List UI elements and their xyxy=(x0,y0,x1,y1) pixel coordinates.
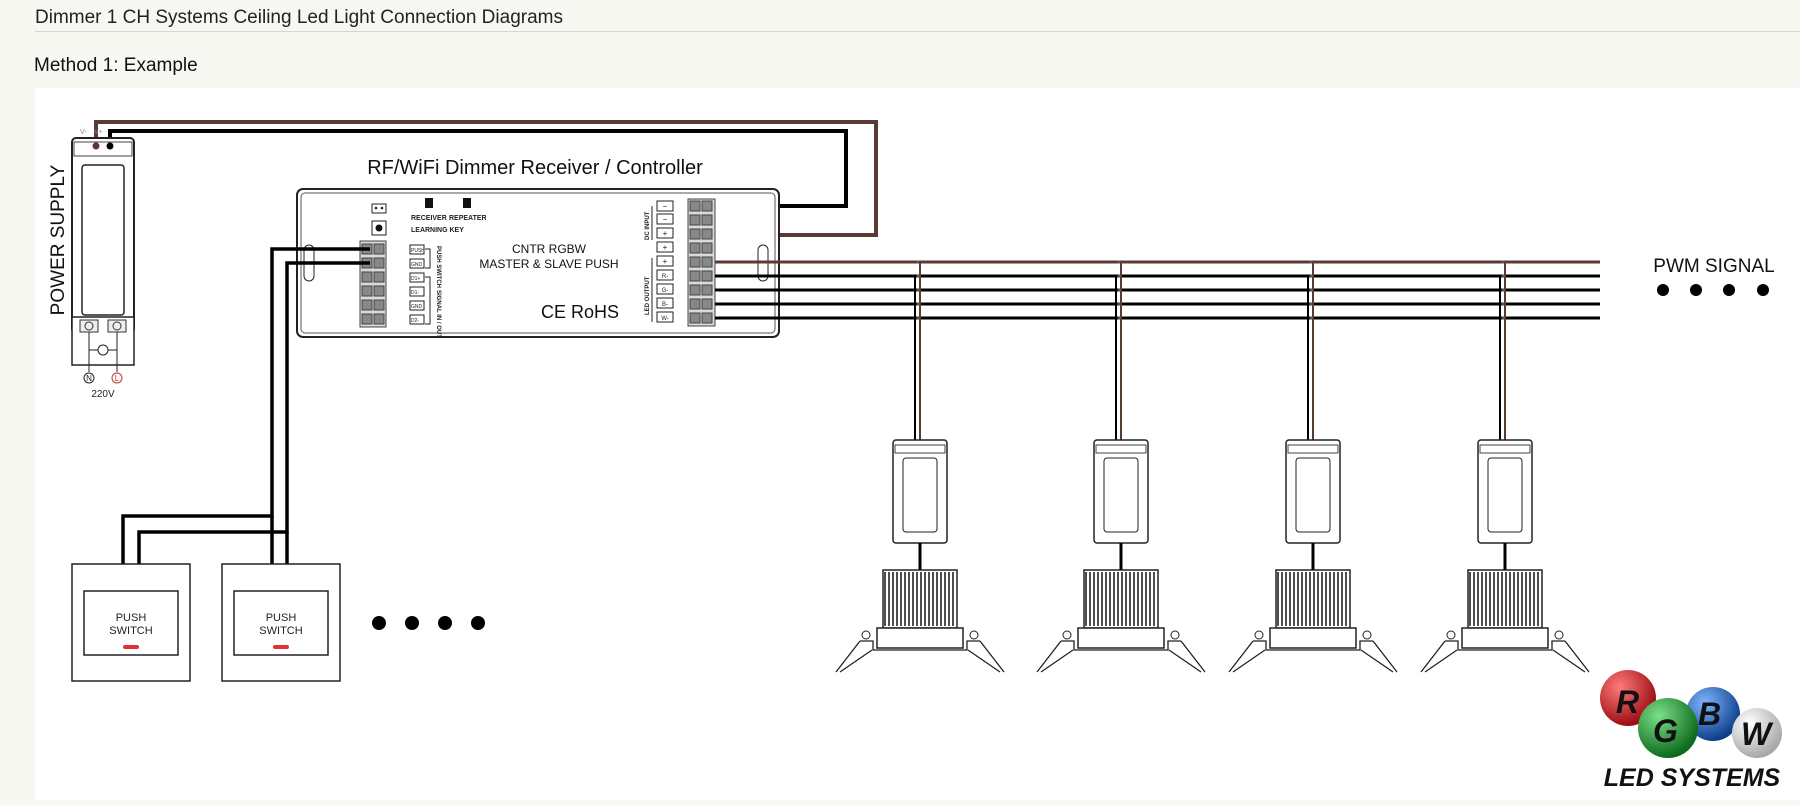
led-output-terminal-g: G- xyxy=(662,288,669,294)
logo-text: LED SYSTEMS xyxy=(1604,764,1781,792)
pwm-bus: PWM SIGNAL xyxy=(715,256,1775,320)
dc-positive-wire xyxy=(94,120,878,237)
signal-terminal-gnd: GND xyxy=(411,304,423,310)
push-switch-1-label-line2: SWITCH xyxy=(109,625,152,637)
power-supply-label: POWER SUPPLY xyxy=(48,164,69,315)
led-driver xyxy=(1093,439,1149,544)
push-switch-2: PUSH SWITCH xyxy=(221,563,341,682)
receiver-label: RECEIVER xyxy=(411,215,447,222)
signal-io-label: SIGNAL IN / OUT xyxy=(435,290,441,338)
power-supply-polarity-neg: V- xyxy=(80,129,87,136)
section-title: Method 1: Example xyxy=(34,55,198,76)
pwm-continuation-dots xyxy=(1657,284,1769,296)
downlight-trim xyxy=(1420,627,1590,673)
switch-continuation-dots xyxy=(372,616,485,630)
model-line1: CNTR RGBW xyxy=(512,242,587,256)
led-output-terminal-pos: + xyxy=(663,257,668,266)
logo-letter-w: W xyxy=(1741,716,1774,752)
learning-key-label: LEARNING KEY xyxy=(411,227,464,234)
logo-letter-b: B xyxy=(1698,696,1721,732)
wiring-diagram: V- V+ N L 220V POWER SUPPLY RF/WiFi Dimm… xyxy=(35,88,1800,800)
led-driver xyxy=(1477,439,1533,544)
push-switch-1-label-line1: PUSH xyxy=(116,612,147,624)
dc-input-label: DC INPUT xyxy=(645,211,651,240)
logo-letter-g: G xyxy=(1653,713,1678,749)
certification-marks: CE RoHS xyxy=(541,302,619,322)
repeater-label: REPEATER xyxy=(449,215,487,222)
downlight-heatsink xyxy=(1275,569,1351,629)
pwm-signal-label: PWM SIGNAL xyxy=(1653,256,1774,277)
downlight-3 xyxy=(1228,260,1398,673)
downlight-heatsink xyxy=(1083,569,1159,629)
downlight-2 xyxy=(1036,260,1206,673)
downlights xyxy=(835,260,1590,673)
dc-input-terminal-2: − xyxy=(663,215,668,224)
dc-input-terminal-3: + xyxy=(663,229,668,238)
led-output-terminal-r: R- xyxy=(662,274,668,280)
push-switch-wires xyxy=(121,247,370,565)
rgbw-logo: R G B W LED SYSTEMS xyxy=(1600,670,1782,792)
downlight-heatsink xyxy=(882,569,958,629)
dc-negative-wire xyxy=(108,129,848,208)
signal-terminal-d2n: D2- xyxy=(411,318,419,324)
downlight-4 xyxy=(1420,260,1590,673)
push-switch-label: PUSH SWITCH xyxy=(435,246,441,288)
power-supply: V- V+ N L 220V POWER SUPPLY xyxy=(48,129,135,400)
logo-ball-r xyxy=(1600,670,1656,726)
input-voltage-label: 220V xyxy=(91,389,115,400)
signal-terminal-d1n: D1- xyxy=(411,290,419,296)
downlight-heatsink xyxy=(1467,569,1543,629)
title-divider xyxy=(35,31,1800,32)
push-switch-1: PUSH SWITCH xyxy=(71,563,191,682)
push-gnd-terminal-label: GND xyxy=(411,262,423,268)
downlight-trim xyxy=(1228,627,1398,673)
dc-input-terminal-4: + xyxy=(663,243,668,252)
push-switch-2-label-line1: PUSH xyxy=(266,612,297,624)
led-driver xyxy=(1285,439,1341,544)
downlight-trim xyxy=(835,627,1005,673)
model-line2: MASTER & SLAVE PUSH xyxy=(479,257,618,271)
led-output-terminal-w: W- xyxy=(661,316,669,322)
led-output-terminal-b: B- xyxy=(662,302,668,308)
dc-power-wires xyxy=(94,120,878,237)
controller-title: RF/WiFi Dimmer Receiver / Controller xyxy=(367,157,703,179)
downlight-trim xyxy=(1036,627,1206,673)
input-terminal-n: N xyxy=(86,374,92,383)
controller: RF/WiFi Dimmer Receiver / Controller REC… xyxy=(296,157,780,338)
input-terminal-l: L xyxy=(115,374,120,383)
logo-ball-w xyxy=(1732,708,1782,758)
dc-input-terminal-1: − xyxy=(663,202,668,211)
downlight-1 xyxy=(835,260,1005,673)
page-title: Dimmer 1 CH Systems Ceiling Led Light Co… xyxy=(35,7,563,28)
logo-letter-r: R xyxy=(1616,684,1639,720)
power-supply-polarity-pos: V+ xyxy=(94,129,103,136)
led-driver xyxy=(892,439,948,544)
push-terminal-label: PUSH xyxy=(411,248,425,254)
push-switch-2-label-line2: SWITCH xyxy=(259,625,302,637)
logo-ball-b xyxy=(1686,687,1740,741)
signal-terminal-d1p: D1+ xyxy=(411,276,420,282)
led-output-label: LED OUTPUT xyxy=(645,276,651,315)
logo-ball-g xyxy=(1638,698,1698,758)
